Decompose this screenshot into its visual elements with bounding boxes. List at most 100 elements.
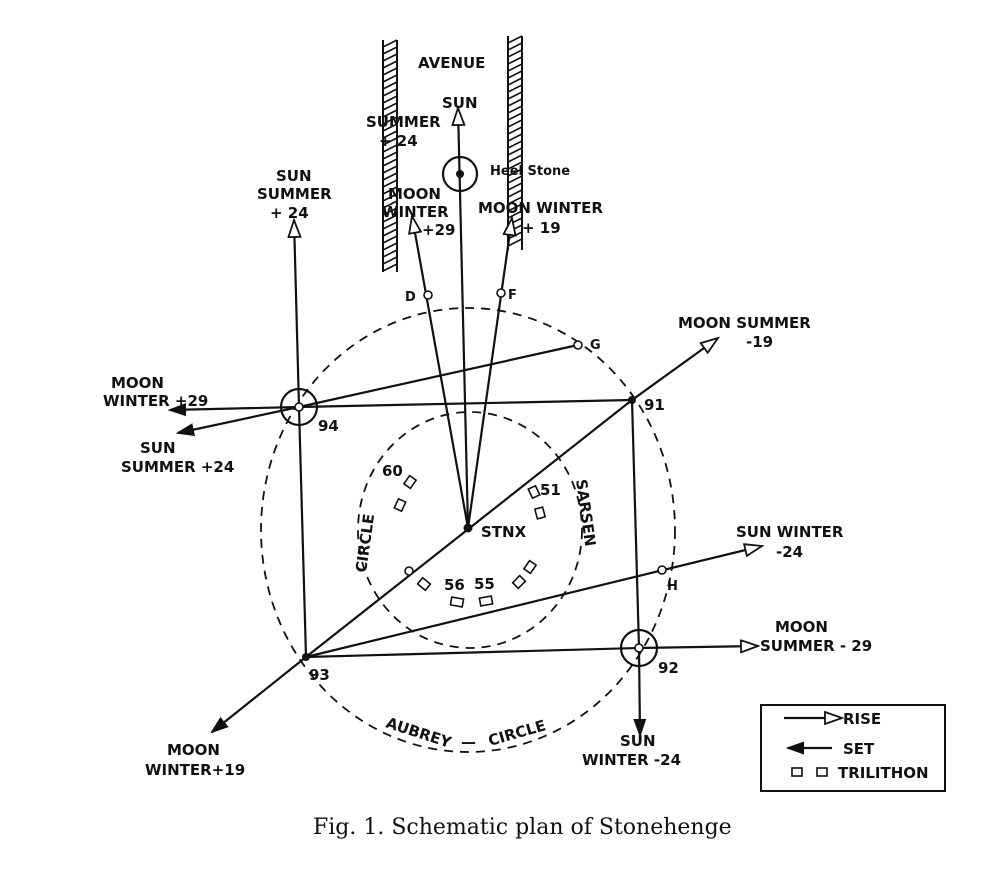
legend-rise-label: RISE [843,710,881,728]
label-sun-winter-24-bottom-2: WINTER -24 [582,751,681,769]
avenue-hatch-mark [507,238,523,247]
heel-stone-point [456,170,464,178]
label-moon-summer-29-1: MOON [775,618,828,636]
label-moon-winter-19-top-1: MOON WINTER [478,199,603,217]
figure-caption: Fig. 1. Schematic plan of Stonehenge [313,815,732,840]
station-93-point [302,653,310,661]
line-94-moon-winter-29 [170,407,300,410]
avenue-hatch-mark [382,53,398,62]
avenue-hatch-mark [507,119,523,128]
label-moon-winter-29-top-2: WINTER [382,203,449,221]
station-94-ring [279,387,319,427]
label-station-94: 94 [318,417,339,435]
label-stone-55: 55 [474,575,495,593]
label-sun-summer-left-3: + 24 [270,204,309,222]
trilithon-stone [393,497,407,513]
label-stone-56: 56 [444,576,465,594]
avenue-hatch-mark [507,42,523,51]
station-92-ring [619,628,659,668]
avenue-hatch-mark [382,102,398,111]
avenue-hatch-mark [507,182,523,191]
label-moon-summer-19-2: -19 [746,333,773,351]
label-station-93: 93 [309,666,330,684]
avenue-hatch-mark [382,263,398,272]
point-f [496,288,506,298]
label-sun-winter-24-bottom-1: SUN [620,732,656,750]
label-moon-winter-29-left-1: MOON [111,374,164,392]
avenue-hatch-mark [382,60,398,69]
avenue-hatch-mark [382,116,398,125]
avenue-hatch-mark [382,123,398,132]
avenue-hatch-mark [382,74,398,83]
label-summer-top: SUMMER [366,113,441,131]
heel-stone-ring [441,155,479,193]
label-stnx: STNX [481,523,527,541]
label-summer-top-value: + 24 [379,132,418,150]
avenue-hatch-mark [507,133,523,142]
label-aubrey-dash: — [461,733,476,751]
avenue-hatch-mark [382,193,398,202]
trilithon-stone [533,506,547,520]
line-93-94 [297,406,308,658]
label-sun-top: SUN [442,94,478,112]
avenue-hatch-mark [507,168,523,177]
label-d: D [405,290,416,305]
avenue-hatch-mark [507,49,523,58]
label-moon-winter-29-left-2: WINTER +29 [103,392,208,410]
line-93-92 [305,646,640,659]
avenue-hatch-mark [382,130,398,139]
avenue-hatch-mark [507,147,523,156]
label-moon-summer-19-1: MOON SUMMER [678,314,811,332]
avenue-hatch-mark [382,67,398,76]
point-d [423,290,433,300]
trilithon-stone [522,559,538,575]
label-sun-summer-left-1: SUN [276,167,312,185]
avenue-hatch-mark [507,91,523,100]
avenue-hatch-mark [507,112,523,121]
avenue-hatch-mark [382,249,398,258]
avenue-hatch-mark [382,137,398,146]
avenue-hatch-mark [382,165,398,174]
avenue-hatch-mark [382,228,398,237]
avenue-hatch-mark [507,126,523,135]
avenue-hatch-mark [507,63,523,72]
legend: RISE SET TRILITHON [760,704,946,792]
line-92-sun-winter [639,647,640,735]
avenue-hatch-mark [382,151,398,160]
label-sun-winter-24-right-1: SUN WINTER [736,523,844,541]
avenue-hatch-mark [382,81,398,90]
avenue-hatch-mark [382,179,398,188]
line-93-moon-winter-19 [212,656,307,732]
line-93-sun-winter-24 [305,546,762,659]
avenue-hatch-mark [382,235,398,244]
avenue-left-band [382,39,398,272]
line-stnx-moon-winter-19 [466,218,512,529]
avenue-hatch-mark [507,98,523,107]
label-sun-summer-24-left-2: SUMMER +24 [121,458,234,476]
label-moon-winter-19-bottom-2: WINTER+19 [145,761,245,779]
avenue-hatch-mark [507,35,523,44]
trilithon-stone [416,576,432,592]
avenue-hatch-mark [507,84,523,93]
avenue-hatch-mark [382,200,398,209]
avenue-hatch-mark [382,46,398,55]
avenue-hatch-mark [382,109,398,118]
label-h: H [667,579,678,594]
avenue-hatch-mark [382,256,398,265]
label-moon-winter-19-top-2: + 19 [522,219,561,237]
line-92-moon-summer-29 [638,646,758,648]
avenue-hatch-mark [382,214,398,223]
stnx-point [463,523,473,533]
avenue-hatch-mark [382,172,398,181]
legend-trilithon-stone [791,767,803,777]
label-moon-winter-29-top-3: +29 [422,221,455,239]
label-stone-60: 60 [382,462,403,480]
label-g: G [590,338,601,353]
avenue-hatch-mark [382,95,398,104]
trilithon-stone [449,596,465,608]
label-station-91: 91 [644,396,665,414]
line-stnx-moon-winter-29 [412,216,470,529]
trilithon-stone [478,595,494,607]
label-moon-winter-19-bottom-1: MOON [167,741,220,759]
